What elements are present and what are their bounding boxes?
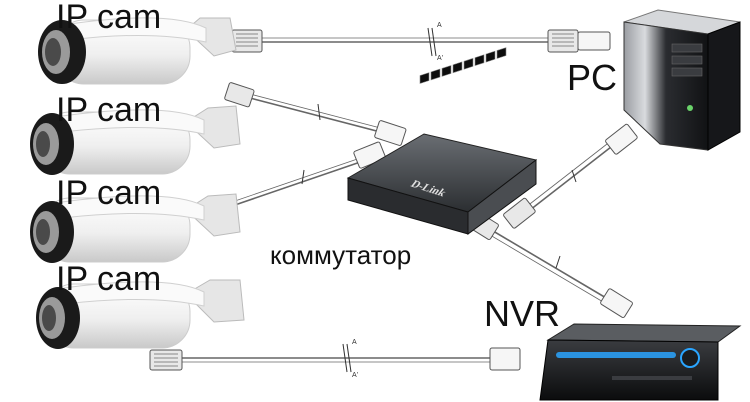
- ip-camera-4: [36, 279, 245, 349]
- switch-ports: [419, 47, 507, 84]
- rj45-connectors: [149, 29, 638, 371]
- rj45-connector-icon: [547, 29, 579, 53]
- cable-markers: [301, 27, 577, 373]
- marker-a-top: A: [437, 22, 442, 29]
- cable-switch-nvr: [487, 227, 619, 306]
- switch-label: коммутатор: [270, 240, 412, 270]
- cable-switch-pc: [529, 139, 621, 211]
- network-switch: D-Link: [346, 47, 538, 235]
- camera-3-label: IP cam: [56, 174, 162, 212]
- rj45-connector-icon: [503, 197, 536, 229]
- rj45-connector-icon: [577, 31, 611, 51]
- pc-tower: [623, 9, 741, 151]
- cable-cam2-switch: [249, 97, 393, 136]
- ip-camera-2: [30, 105, 241, 175]
- camera-2-label: IP cam: [56, 91, 162, 129]
- rj45-connector-icon: [224, 82, 255, 108]
- ip-camera-3: [30, 193, 241, 263]
- rj45-connector-icon: [489, 347, 521, 371]
- nvr-label: NVR: [484, 293, 561, 334]
- marker-aprime-top: A': [437, 55, 443, 62]
- rj45-connector-icon: [374, 120, 407, 146]
- rj45-connector-icon: [149, 349, 183, 371]
- rj45-connector-icon: [600, 288, 633, 318]
- camera-1-label: IP cam: [56, 0, 162, 36]
- ip-camera-1: [38, 17, 237, 85]
- camera-4-label: IP cam: [56, 260, 162, 298]
- rj45-connector-icon: [605, 123, 638, 155]
- nvr-recorder: [539, 323, 742, 401]
- marker-a-bottom: A: [352, 339, 357, 346]
- pc-label: PC: [567, 57, 618, 98]
- marker-aprime-bottom: A': [352, 372, 358, 379]
- rj45-connector-icon: [231, 29, 263, 53]
